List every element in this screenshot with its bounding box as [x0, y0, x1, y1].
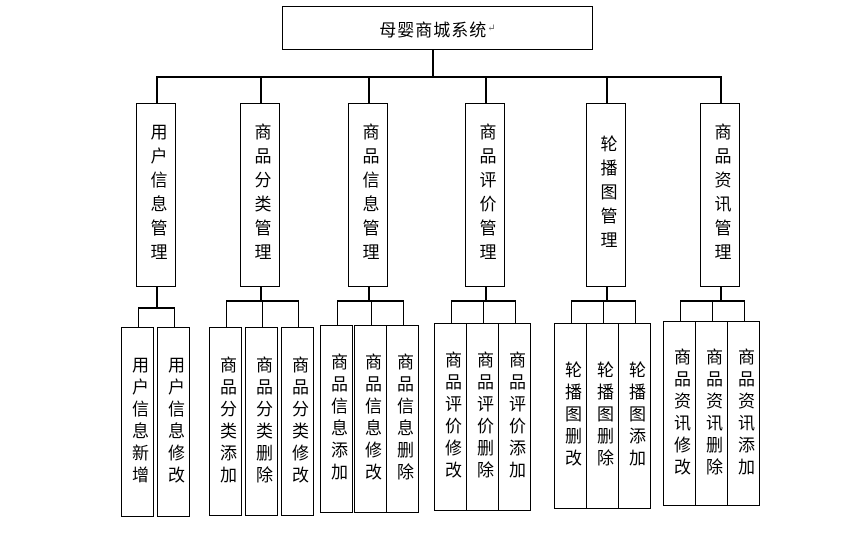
leaf-box-4-1-label: 轮播图删除 [593, 361, 613, 471]
module-child-connector-line [156, 287, 158, 307]
child-bus-line [137, 307, 175, 309]
child-drop-line [173, 307, 175, 327]
module-drop-line [260, 76, 262, 103]
leaf-box-5-0-label: 商品资讯修改 [670, 347, 690, 480]
leaf-box-0-0: 用户信息新增 [121, 327, 154, 517]
leaf-box-2-0-label: 商品信息添加 [327, 353, 347, 485]
leaf-box-2-2: 商品信息删除 [386, 325, 419, 513]
leaf-box-3-0: 商品评价修改 [434, 323, 467, 511]
child-drop-line [225, 300, 227, 327]
module-child-connector-line [368, 287, 370, 300]
leaf-box-1-0: 商品分类添加 [209, 327, 242, 516]
leaf-box-2-0: 商品信息添加 [320, 325, 353, 513]
module-box-3-label: 商品评价管理 [475, 123, 496, 267]
child-drop-line [634, 300, 636, 323]
module-drop-line [720, 76, 722, 103]
leaf-box-3-2: 商品评价添加 [498, 323, 531, 511]
module-child-connector-line [606, 287, 608, 300]
leaf-box-1-0-label: 商品分类添加 [216, 355, 236, 488]
root-connector-line [432, 50, 434, 76]
leaf-box-1-2: 商品分类修改 [281, 327, 314, 516]
leaf-box-2-1: 商品信息修改 [354, 325, 387, 513]
child-drop-line [570, 300, 572, 323]
leaf-box-5-2: 商品资讯添加 [727, 321, 760, 506]
module-child-connector-line [720, 287, 722, 300]
module-child-connector-line [485, 287, 487, 300]
leaf-box-3-1-label: 商品评价删除 [473, 351, 493, 483]
module-box-2: 商品信息管理 [348, 103, 388, 287]
leaf-box-4-1: 轮播图删除 [586, 323, 619, 509]
child-drop-line [679, 300, 681, 321]
child-drop-line [370, 300, 372, 325]
leaf-box-3-2-label: 商品评价添加 [505, 351, 525, 483]
leaf-box-5-1-label: 商品资讯删除 [702, 347, 722, 480]
child-drop-line [137, 307, 139, 327]
child-bus-line [336, 300, 404, 302]
child-drop-line [482, 300, 484, 323]
module-box-2-label: 商品信息管理 [358, 123, 379, 267]
module-bus-line [156, 76, 722, 78]
module-box-5: 商品资讯管理 [700, 103, 740, 287]
child-drop-line [261, 300, 263, 327]
module-drop-line [485, 76, 487, 103]
module-box-0-label: 用户信息管理 [146, 123, 167, 267]
paragraph-mark-icon: ↵ [487, 22, 496, 34]
leaf-box-1-1-label: 商品分类删除 [252, 355, 272, 488]
child-drop-line [602, 300, 604, 323]
module-child-connector-line [260, 287, 262, 300]
module-drop-line [368, 76, 370, 103]
leaf-box-0-1-label: 用户信息修改 [164, 356, 184, 488]
module-box-1-label: 商品分类管理 [250, 123, 271, 267]
leaf-box-5-0: 商品资讯修改 [663, 321, 696, 506]
leaf-box-0-0-label: 用户信息新增 [128, 356, 148, 488]
root-label: 母婴商城系统 [379, 20, 488, 41]
module-box-1: 商品分类管理 [240, 103, 280, 287]
child-drop-line [711, 300, 713, 321]
leaf-box-1-1: 商品分类删除 [245, 327, 278, 516]
leaf-box-2-1-label: 商品信息修改 [361, 353, 381, 485]
child-drop-line [402, 300, 404, 325]
child-drop-line [450, 300, 452, 323]
leaf-box-3-1: 商品评价删除 [466, 323, 499, 511]
module-drop-line [156, 76, 158, 103]
leaf-box-3-0-label: 商品评价修改 [441, 351, 461, 483]
leaf-box-4-0: 轮播图删改 [554, 323, 587, 509]
child-drop-line [336, 300, 338, 325]
module-box-0: 用户信息管理 [136, 103, 176, 287]
child-drop-line [743, 300, 745, 321]
leaf-box-5-1: 商品资讯删除 [695, 321, 728, 506]
leaf-box-5-2-label: 商品资讯添加 [734, 347, 754, 480]
leaf-box-4-2-label: 轮播图添加 [625, 361, 645, 471]
child-drop-line [297, 300, 299, 327]
module-box-4: 轮播图管理 [586, 103, 626, 287]
module-box-5-label: 商品资讯管理 [710, 123, 731, 267]
leaf-box-1-2-label: 商品分类修改 [288, 355, 308, 488]
leaf-box-2-2-label: 商品信息删除 [393, 353, 413, 485]
leaf-box-4-2: 轮播图添加 [618, 323, 651, 509]
module-drop-line [606, 76, 608, 103]
module-box-4-label: 轮播图管理 [596, 135, 617, 255]
leaf-box-4-0-label: 轮播图删改 [561, 361, 581, 471]
child-drop-line [514, 300, 516, 323]
module-box-3: 商品评价管理 [465, 103, 505, 287]
leaf-box-0-1: 用户信息修改 [157, 327, 190, 517]
root-box: 母婴商城系统↵ [282, 6, 593, 50]
